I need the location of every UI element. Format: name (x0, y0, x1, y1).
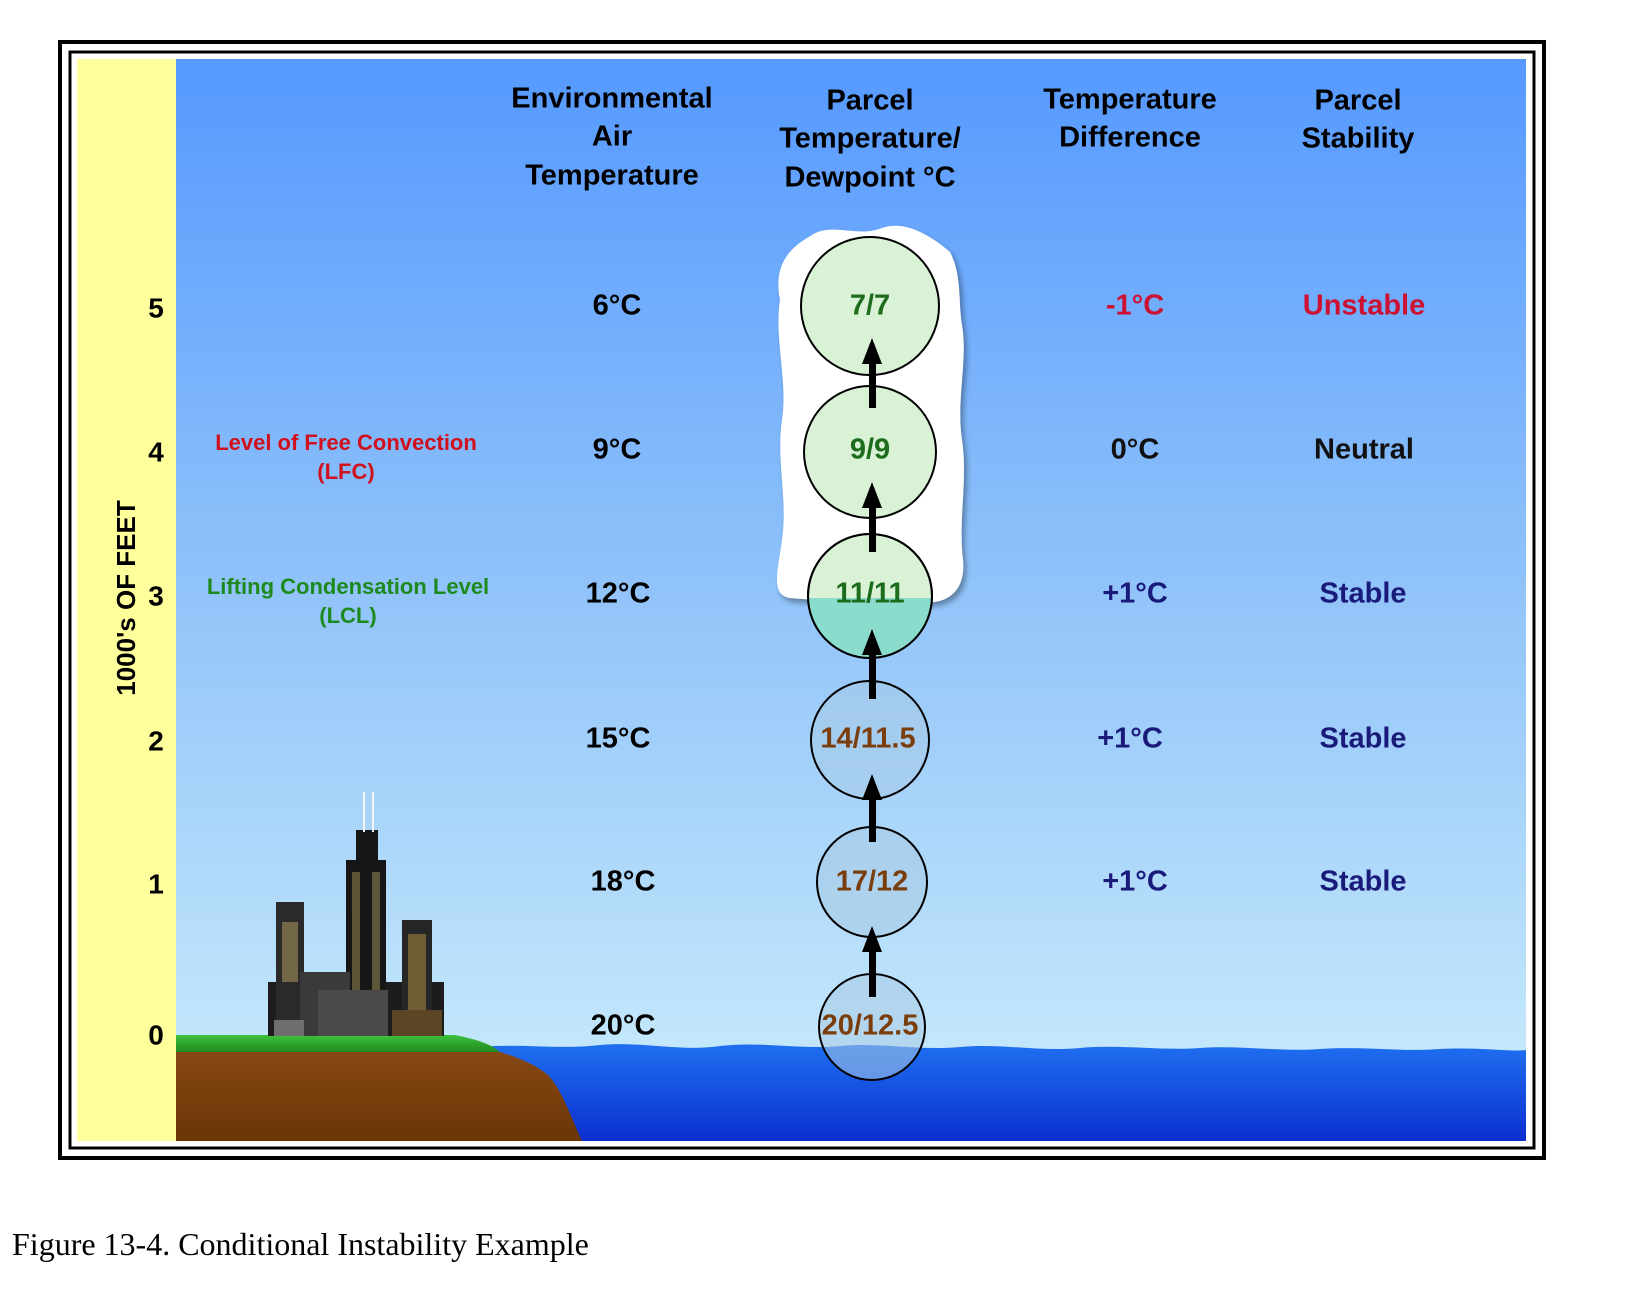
tick-0: 0 (148, 1019, 164, 1050)
parcel-value-4: 9/9 (850, 434, 890, 466)
altitude-ticks: 0 1 2 3 4 5 (148, 292, 164, 1050)
lfc-label-line-2: (LFC) (317, 459, 374, 484)
parcel-value-5: 7/7 (850, 290, 890, 322)
header-env-line-2: Air (592, 121, 632, 153)
stability-2: Stable (1319, 723, 1406, 755)
water (480, 1044, 1526, 1141)
header-diff-line-2: Difference (1059, 122, 1201, 154)
tick-3: 3 (148, 580, 164, 611)
env-temp-3: 12°C (586, 578, 651, 610)
tick-2: 2 (148, 725, 164, 756)
parcel-value-0: 20/12.5 (822, 1010, 919, 1042)
tick-1: 1 (148, 868, 164, 899)
header-diff-line-1: Temperature (1043, 84, 1217, 116)
stability-1: Stable (1319, 866, 1406, 898)
env-temp-1: 18°C (591, 866, 656, 898)
diff-4: 0°C (1111, 434, 1160, 466)
header-environmental-air-temperature: Environmental Air Temperature (511, 83, 712, 192)
env-temp-4: 9°C (593, 434, 642, 466)
header-parcel-temperature-dewpoint: Parcel Temperature/ Dewpoint °C (779, 85, 961, 194)
header-parcel-stability: Parcel Stability (1302, 85, 1415, 155)
lfc-label-line-1: Level of Free Convection (215, 430, 477, 455)
env-temp-2: 15°C (586, 723, 651, 755)
axis-label: 1000's OF FEET (111, 500, 141, 696)
env-temp-0: 20°C (591, 1010, 656, 1042)
lfc-label: Level of Free Convection (LFC) (215, 430, 477, 484)
ascent-arrows (862, 338, 882, 997)
header-stability-line-1: Parcel (1314, 85, 1401, 117)
stability-5: Unstable (1303, 290, 1425, 322)
header-stability-line-2: Stability (1302, 123, 1415, 155)
parcel-value-1: 17/12 (836, 866, 909, 898)
stability-3: Stable (1319, 578, 1406, 610)
environmental-temperatures: 20°C 18°C 15°C 12°C 9°C 6°C (586, 290, 656, 1042)
header-temperature-difference: Temperature Difference (1043, 84, 1217, 154)
tick-4: 4 (148, 436, 164, 467)
land-soil (176, 1040, 582, 1141)
temperature-differences: +1°C +1°C +1°C 0°C -1°C (1097, 290, 1168, 898)
header-parcel-line-1: Parcel (826, 85, 913, 117)
env-temp-5: 6°C (593, 290, 642, 322)
header-parcel-line-3: Dewpoint °C (784, 162, 955, 194)
header-env-line-1: Environmental (511, 83, 712, 115)
parcel-column (800, 236, 940, 1081)
diff-2: +1°C (1097, 723, 1163, 755)
lcl-label-line-1: Lifting Condensation Level (207, 574, 489, 599)
header-parcel-line-2: Temperature/ (779, 123, 961, 155)
city-skyline (268, 792, 444, 1036)
land-grass (176, 1035, 500, 1052)
lcl-label-line-2: (LCL) (319, 603, 376, 628)
parcel-value-2: 14/11.5 (820, 723, 915, 755)
altitude-axis-bar (77, 59, 176, 1141)
stability-4: Neutral (1314, 434, 1414, 466)
parcel-value-3: 11/11 (835, 578, 904, 610)
lcl-label: Lifting Condensation Level (LCL) (207, 574, 489, 628)
diff-5: -1°C (1106, 290, 1164, 322)
tick-5: 5 (148, 292, 164, 323)
inner-frame (68, 50, 1536, 1150)
figure-caption: Figure 13-4. Conditional Instability Exa… (12, 1226, 589, 1262)
parcel-stability: Stable Stable Stable Neutral Unstable (1303, 290, 1425, 898)
diff-3: +1°C (1102, 578, 1168, 610)
diff-1: +1°C (1102, 866, 1168, 898)
parcel-values: 20/12.5 17/12 14/11.5 11/11 9/9 7/7 (820, 290, 918, 1042)
header-env-line-3: Temperature (525, 160, 699, 192)
